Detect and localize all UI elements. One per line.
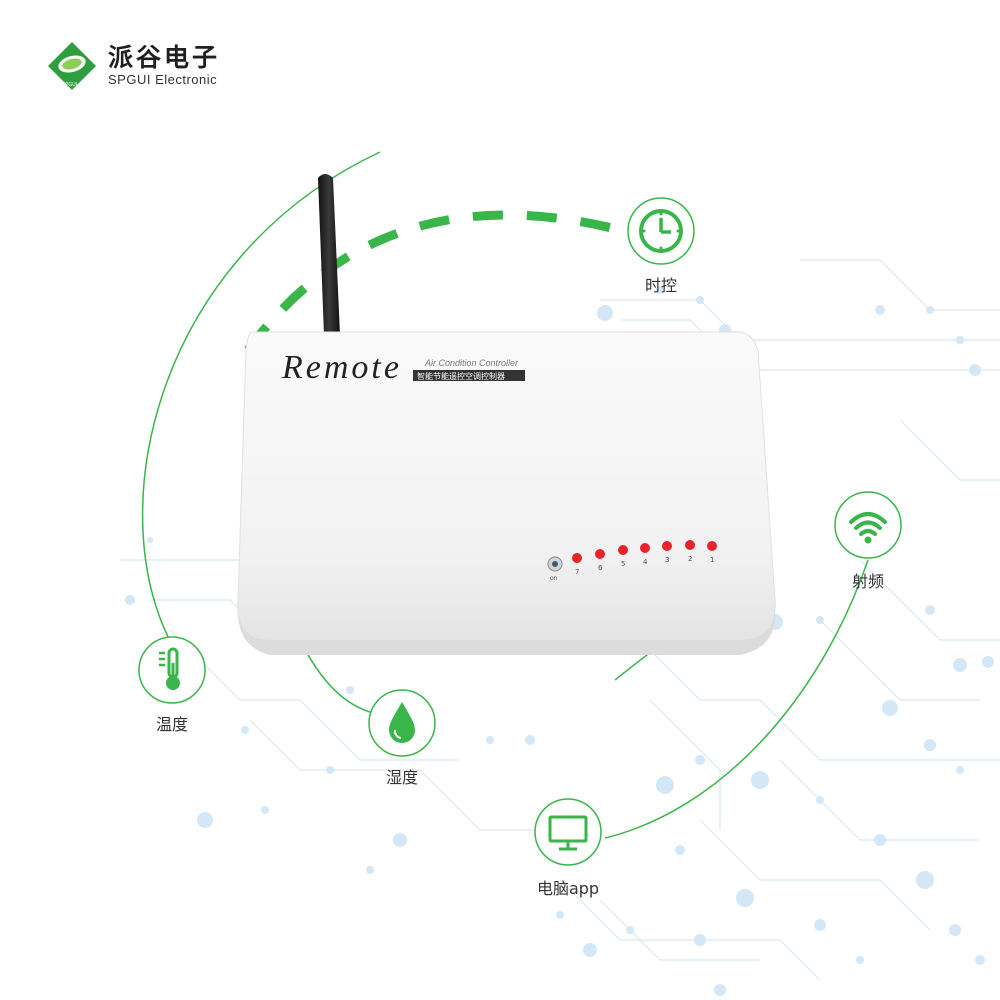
clock-icon (627, 197, 695, 265)
led-row: 7 6 5 4 3 2 1 (572, 540, 717, 576)
feature-temperature: 温度 (137, 635, 207, 735)
feature-label-rf: 射频 (851, 572, 884, 591)
device-tagline: 智能节能遥控空调控制器 (417, 371, 505, 381)
device-title: Remote (281, 349, 402, 386)
feature-label-timer: 时控 (644, 276, 677, 295)
brand: SPGUI 派谷电子 SPGUI Electronic (46, 40, 220, 92)
feature-label-humidity: 湿度 (385, 768, 418, 787)
led-indicator: 5 (618, 545, 628, 568)
led-label: 3 (665, 556, 669, 564)
led-indicator: 6 (595, 549, 605, 572)
led-label: 6 (598, 564, 603, 572)
feature-label-pc: 电脑app (536, 879, 600, 898)
led-label: 5 (621, 560, 625, 568)
feature-rf: 射频 (833, 490, 903, 592)
led-label: 2 (688, 555, 692, 563)
wifi-icon (834, 491, 902, 559)
led-indicator: 2 (685, 540, 695, 563)
led-indicator: 4 (640, 543, 650, 566)
device-base (237, 600, 776, 655)
power-label: on (550, 575, 558, 582)
right-thin-arc (604, 559, 869, 839)
logo-seal-text: SPGUI (62, 82, 77, 88)
router-device: Remote Air Condition Controller 智能节能遥控空调… (237, 174, 776, 655)
brand-name-cn: 派谷电子 (108, 43, 221, 72)
led-label: 7 (575, 568, 579, 576)
feature-humidity: 湿度 (367, 688, 437, 788)
monitor-icon (534, 798, 602, 866)
led-indicator: 7 (572, 553, 582, 576)
water-drop-icon (368, 689, 436, 757)
left-thin-arc (141, 151, 381, 651)
leaf-diamond-logo-icon: SPGUI (48, 42, 96, 90)
device-subtitle: Air Condition Controller (424, 358, 519, 368)
feature-pc: 电脑app (533, 797, 603, 899)
led-indicator: 3 (662, 541, 672, 564)
led-label: 4 (643, 558, 648, 566)
thermometer-icon (138, 636, 206, 704)
brand-name-en: SPGUI Electronic (108, 72, 218, 87)
feature-label-temperature: 温度 (155, 715, 188, 734)
led-indicator: 1 (707, 541, 717, 564)
led-label: 1 (710, 556, 714, 564)
power-button: on (547, 556, 563, 582)
antenna (318, 174, 340, 335)
dashed-arc (244, 210, 622, 353)
feature-timer: 时控 (626, 196, 696, 296)
circuit-nodes (125, 286, 994, 996)
